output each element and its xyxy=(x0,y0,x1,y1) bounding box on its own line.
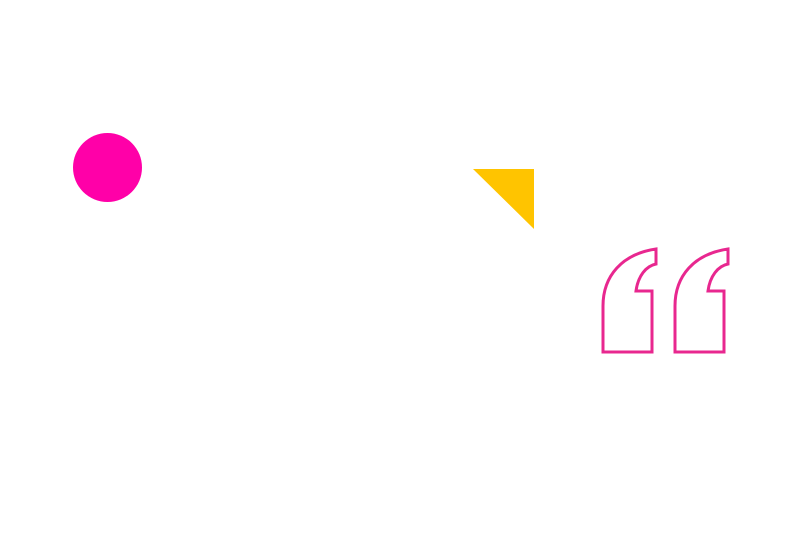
quote-left-glyph xyxy=(601,247,658,354)
circle-dot-icon xyxy=(73,133,142,202)
quote-right-glyph xyxy=(673,247,730,354)
corner-triangle-icon xyxy=(473,169,534,229)
open-quote-outline-icon xyxy=(601,247,730,354)
triangle-shape xyxy=(473,169,534,229)
